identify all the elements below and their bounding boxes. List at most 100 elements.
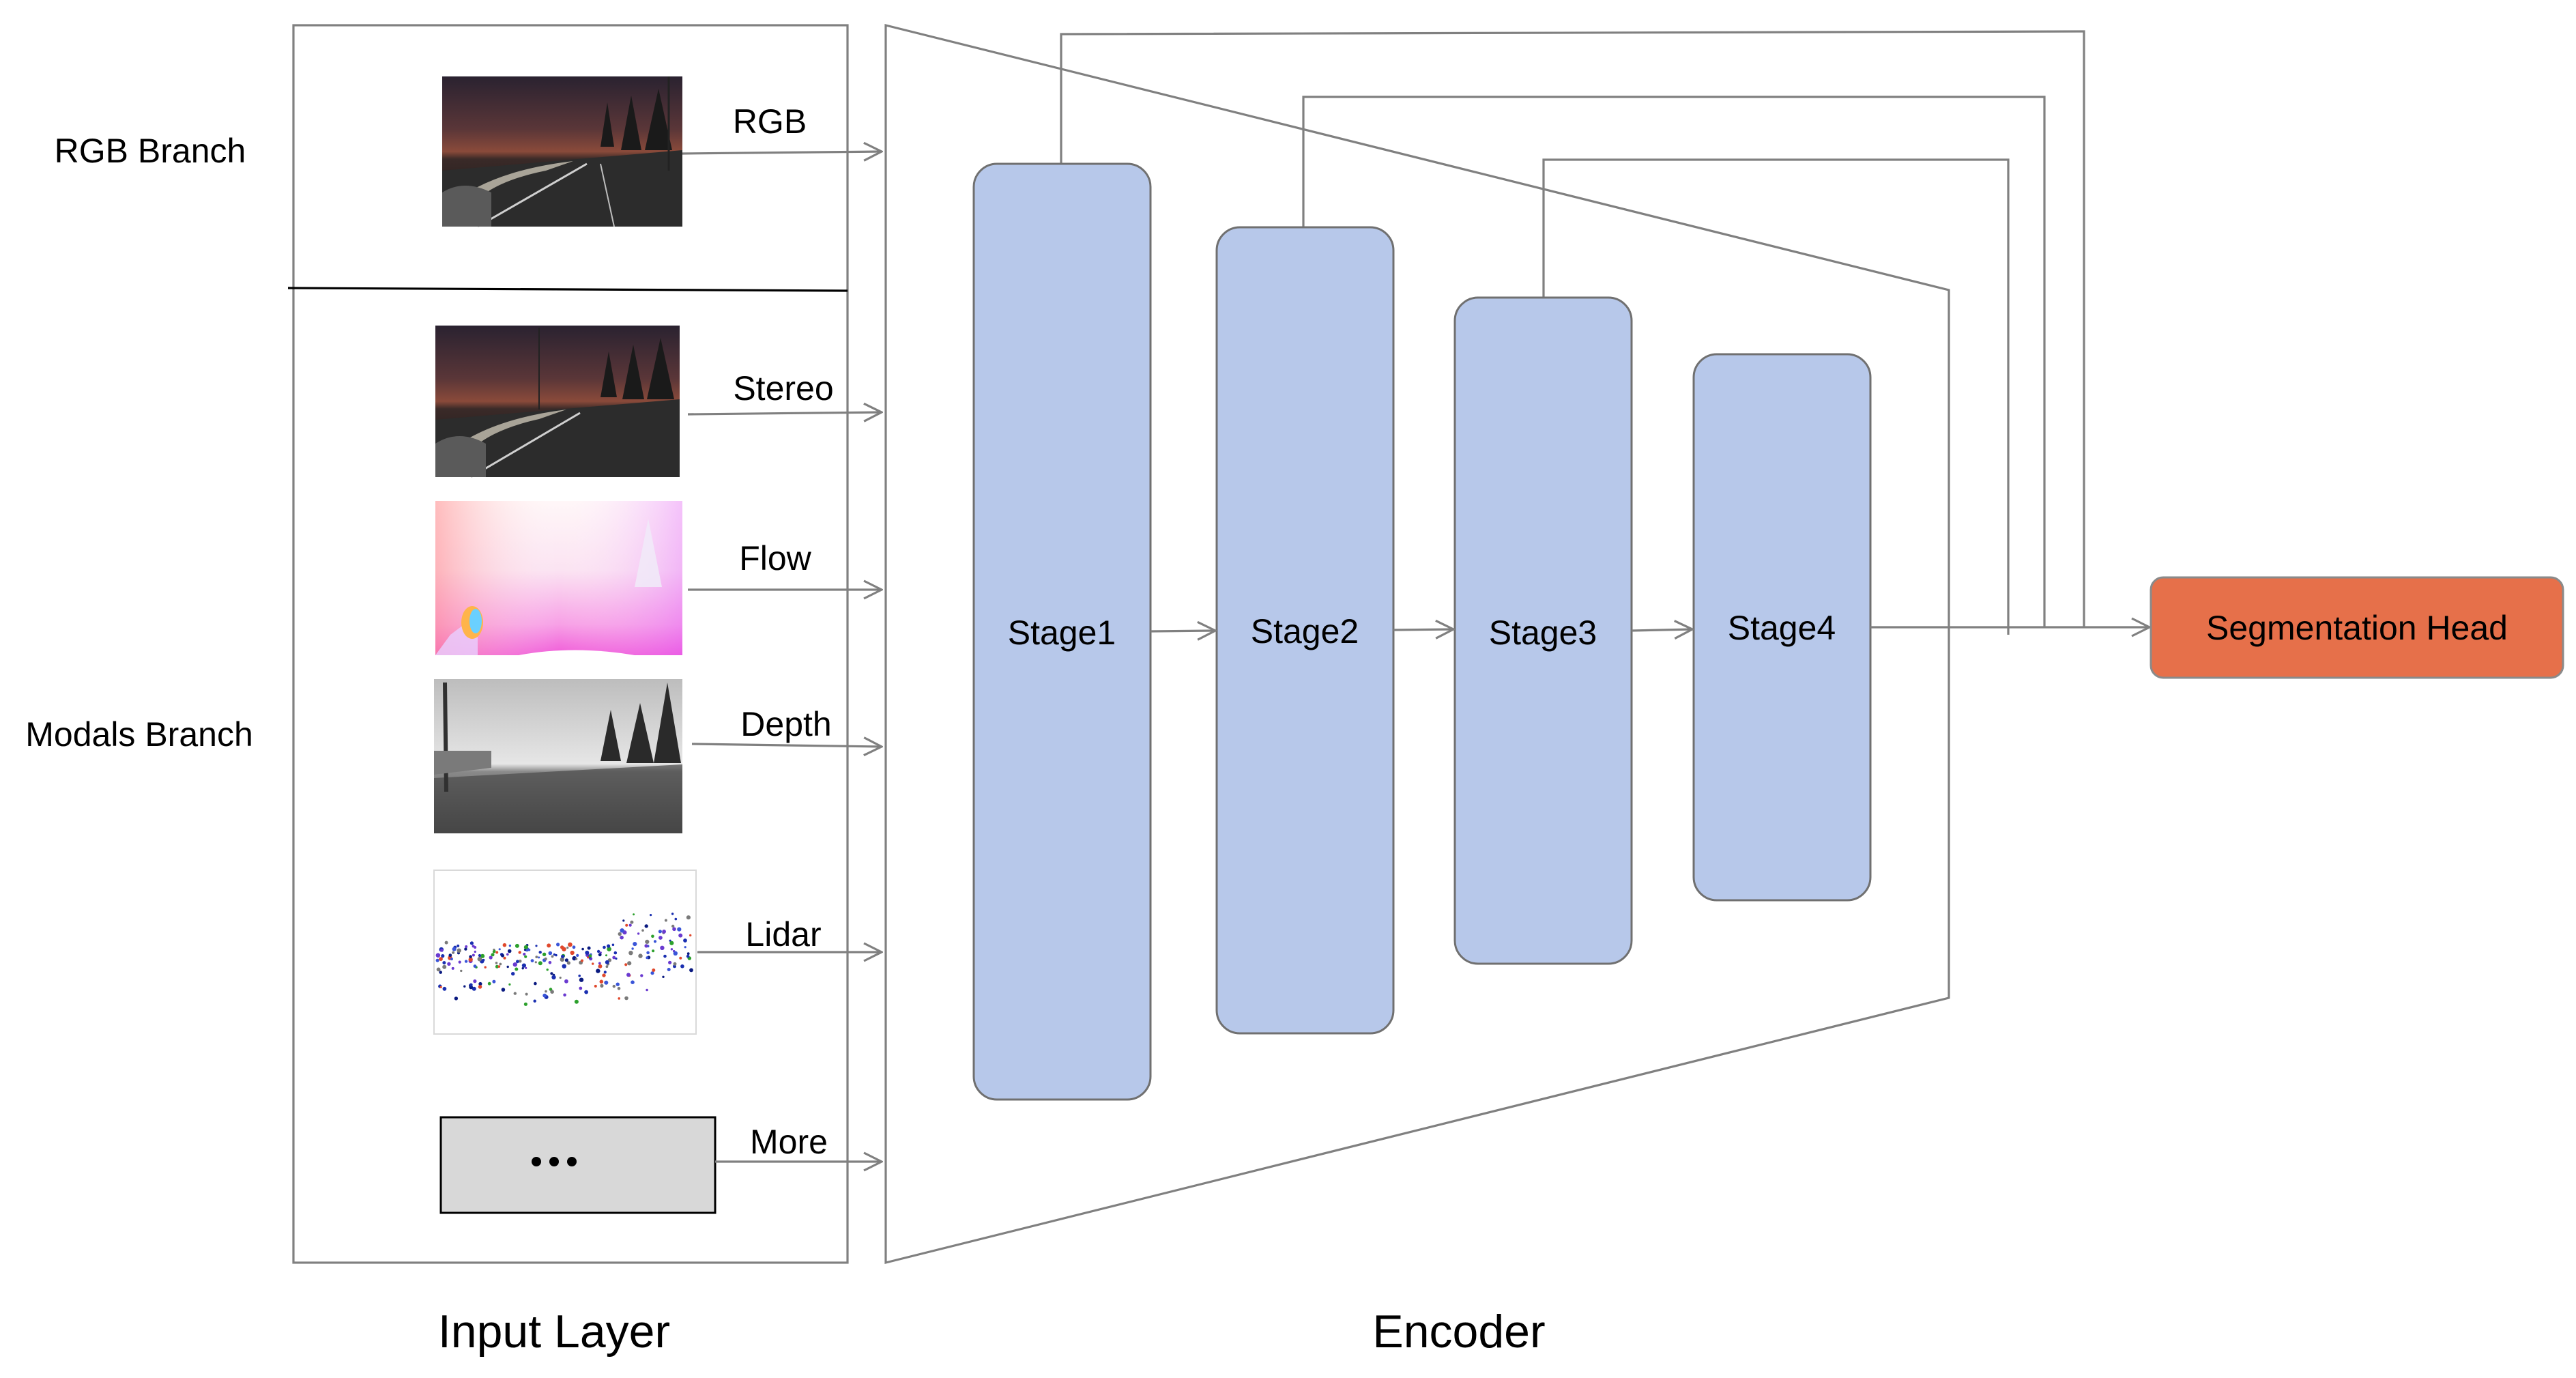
lidar-point [572, 956, 577, 961]
stage2-to-stage3-arrow [1393, 629, 1453, 630]
lidar-point [478, 953, 482, 958]
lidar-point [508, 983, 511, 986]
lidar-point [686, 952, 690, 956]
lidar-point [469, 985, 474, 990]
lidar-point [631, 980, 635, 984]
lidar-point [491, 953, 495, 957]
lidar-point [515, 943, 519, 948]
lidar-point [507, 949, 512, 953]
lidar-point [464, 960, 468, 963]
ellipsis-icon [532, 1157, 577, 1166]
lidar-point [673, 951, 678, 956]
lidar-point [533, 999, 536, 1003]
lidar-point [511, 972, 515, 976]
rgb-arrow [682, 152, 882, 154]
lidar-point [600, 984, 604, 988]
rgb-image-thumbnail [442, 76, 682, 228]
lidar-point [588, 954, 592, 958]
lidar-point [535, 945, 538, 947]
lidar-point [458, 960, 461, 964]
lidar-point [439, 957, 443, 961]
lidar-point [602, 973, 606, 977]
lidar-point [598, 953, 602, 957]
lidar-point [620, 935, 624, 940]
lidar-point [644, 924, 648, 928]
lidar-point [669, 939, 671, 942]
lidar-point [652, 968, 656, 972]
lidar-point [518, 960, 522, 963]
lidar-point [450, 958, 453, 961]
lidar-point [612, 984, 616, 988]
flow-label: Flow [739, 539, 811, 577]
lidar-point [662, 975, 665, 979]
lidar-point [561, 954, 565, 958]
lidar-point [633, 942, 637, 947]
stage1-block [972, 162, 1152, 1101]
lidar-point [525, 992, 528, 996]
lidar-point [478, 981, 482, 986]
lidar-point [646, 988, 648, 992]
lidar-point [547, 943, 551, 948]
lidar-point [560, 945, 564, 949]
lidar-point [566, 946, 569, 949]
lidar-point [518, 951, 521, 954]
lidar-label: Lidar [745, 915, 821, 953]
lidar-point [506, 953, 509, 956]
lidar-point [669, 941, 674, 945]
lidar-point [499, 962, 502, 966]
lidar-point [493, 949, 496, 953]
lidar-point [457, 948, 461, 953]
lidar-point [618, 932, 622, 936]
lidar-point [686, 915, 691, 920]
lidar-point [448, 953, 452, 958]
lidar-point [439, 986, 442, 988]
lidar-point [550, 990, 554, 994]
branch-divider [287, 287, 848, 292]
segmentation-head-block [2150, 576, 2564, 679]
lidar-point [524, 955, 527, 958]
lidar-point [469, 955, 472, 958]
lidar-point [662, 930, 666, 934]
lidar-point [442, 961, 446, 965]
lidar-point [447, 962, 451, 966]
lidar-point [628, 951, 633, 956]
lidar-point [686, 954, 690, 958]
lidar-point [548, 951, 553, 956]
lidar-point [564, 958, 569, 962]
lidar-point [599, 979, 604, 984]
lidar-point [468, 957, 473, 962]
lidar-point [671, 924, 675, 928]
lidar-point [534, 981, 537, 986]
lidar-point [570, 950, 575, 956]
lidar-point [628, 923, 632, 927]
lidar-point [674, 917, 678, 921]
lidar-point [594, 984, 597, 988]
lidar-point [660, 945, 665, 951]
lidar-point [659, 936, 663, 940]
lidar-point [631, 947, 634, 950]
lidar-point [489, 956, 493, 960]
lidar-point [618, 997, 620, 1000]
lidar-point [546, 968, 549, 971]
lidar-point [633, 913, 635, 916]
lidar-point [641, 929, 644, 932]
stage1-label: Stage1 [1008, 614, 1116, 652]
lidar-point [605, 965, 609, 968]
encoder-trapezoid [884, 23, 1950, 1265]
lidar-point [556, 943, 560, 947]
lidar-point [441, 954, 445, 958]
stage2-label: Stage2 [1251, 612, 1359, 650]
lidar-point [620, 928, 624, 933]
lidar-point [592, 962, 594, 965]
lidar-point [575, 958, 578, 960]
lidar-point [542, 952, 547, 957]
rgb-label: RGB [733, 102, 807, 141]
lidar-point [615, 957, 618, 960]
lidar-point [645, 939, 650, 944]
encoder-caption: Encoder [1372, 1306, 1545, 1358]
lidar-point [651, 934, 654, 938]
lidar-point [452, 947, 457, 951]
lidar-point [627, 961, 632, 966]
lidar-point [542, 993, 547, 998]
lidar-point [644, 944, 648, 948]
